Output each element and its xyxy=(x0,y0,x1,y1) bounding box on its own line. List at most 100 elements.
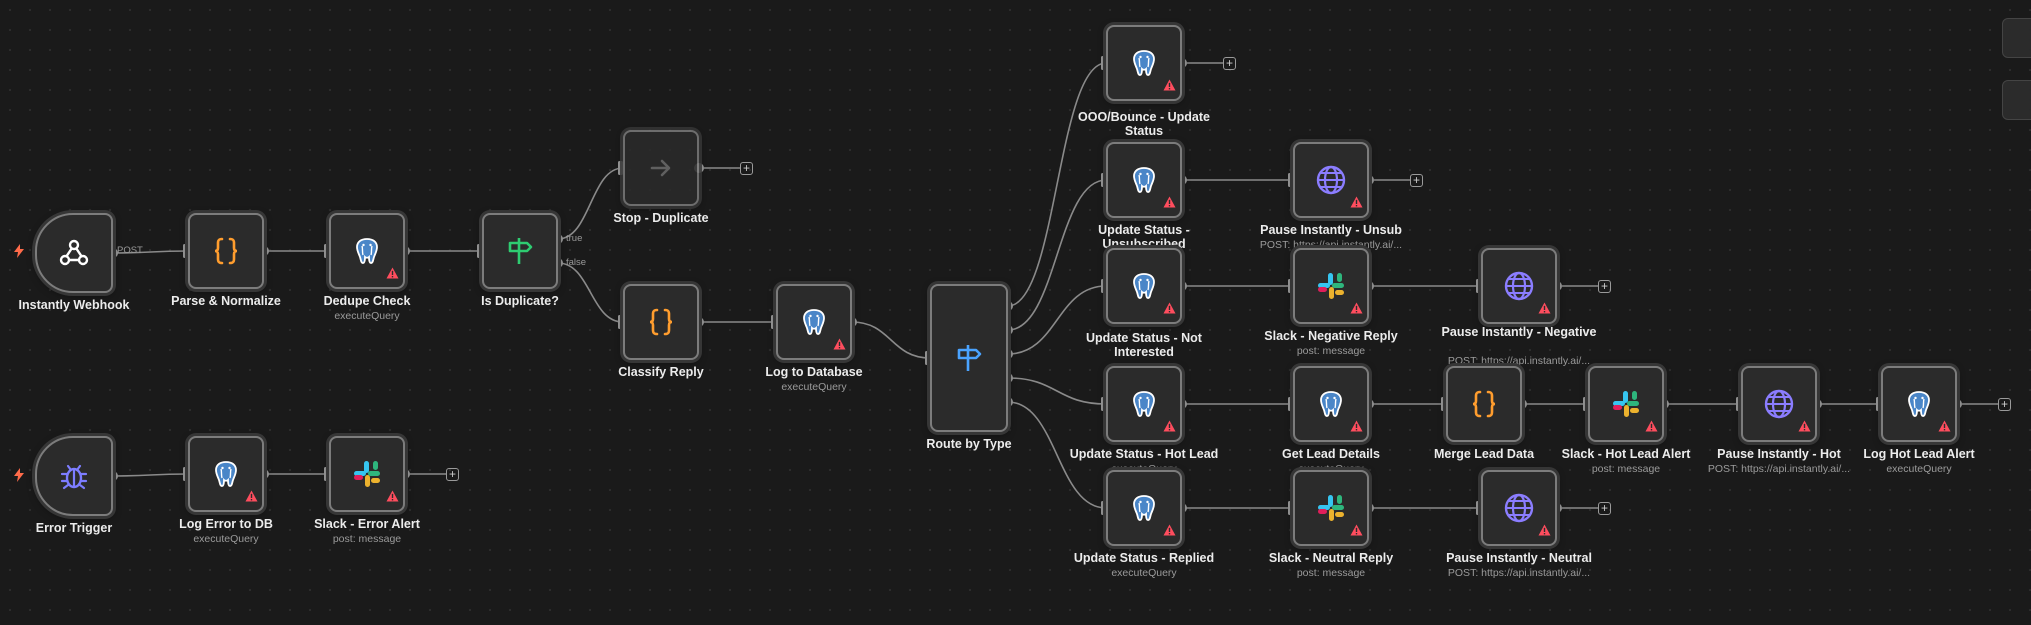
input-handle xyxy=(1583,397,1588,411)
input-handle xyxy=(925,351,930,365)
globe-icon xyxy=(1762,387,1796,421)
connection-route-unsub xyxy=(1007,179,1107,331)
postgres-icon xyxy=(1127,387,1161,421)
node-subtitle: executeQuery xyxy=(334,310,400,322)
node-pauseneg[interactable] xyxy=(1481,248,1557,324)
node-label: OOO/Bounce - Update Status xyxy=(1078,110,1210,138)
node-label: Stop - Duplicate xyxy=(613,211,709,225)
add-node-button[interactable]: + xyxy=(740,161,753,175)
node-label: Slack - Negative Reply xyxy=(1264,329,1398,343)
warning-icon xyxy=(1163,301,1176,319)
connection-isdup-classify xyxy=(557,262,624,323)
input-handle xyxy=(1736,397,1741,411)
switch-signpost-icon xyxy=(952,341,986,375)
warning-icon xyxy=(1350,301,1363,319)
postgres-icon xyxy=(1127,46,1161,80)
node-parse[interactable] xyxy=(188,213,264,289)
node-slackerr[interactable] xyxy=(329,436,405,512)
add-node-button[interactable]: + xyxy=(1410,173,1423,187)
node-classify[interactable] xyxy=(623,284,699,360)
code-braces-icon xyxy=(644,305,678,339)
input-handle xyxy=(771,315,776,329)
postgres-icon xyxy=(1902,387,1936,421)
node-subtitle: executeQuery xyxy=(781,381,847,393)
node-webhook[interactable] xyxy=(35,213,113,293)
node-label: Slack - Hot Lead Alert xyxy=(1561,447,1691,461)
node-pauseneu[interactable] xyxy=(1481,470,1557,546)
warning-icon xyxy=(386,489,399,507)
warning-icon xyxy=(833,337,846,355)
node-logerr[interactable] xyxy=(188,436,264,512)
add-node-button[interactable]: + xyxy=(1998,397,2011,411)
node-logdb[interactable] xyxy=(776,284,852,360)
add-node-button[interactable]: + xyxy=(1598,501,1611,515)
input-handle xyxy=(324,467,329,481)
node-label: Slack - Error Alert xyxy=(314,517,420,531)
connection-route-replied xyxy=(1007,401,1107,509)
slack-icon xyxy=(351,458,383,490)
globe-icon xyxy=(1502,269,1536,303)
input-handle xyxy=(1101,173,1106,187)
input-handle xyxy=(1288,397,1293,411)
connection-errtrig-logerr xyxy=(112,473,189,477)
add-node-button[interactable]: + xyxy=(1598,279,1611,293)
node-label: Log to Database xyxy=(765,365,863,379)
no-op-arrow-icon xyxy=(646,153,676,183)
node-subtitle: post: message xyxy=(1591,463,1661,475)
warning-icon xyxy=(1163,523,1176,541)
input-handle xyxy=(1476,279,1481,293)
node-subtitle: POST: https://api.instantly.ai/... xyxy=(1447,567,1591,579)
input-handle xyxy=(1101,279,1106,293)
warning-icon xyxy=(1538,301,1551,319)
warning-icon xyxy=(245,489,258,507)
node-subtitle: executeQuery xyxy=(1886,463,1952,475)
connection-route-ooo xyxy=(1007,62,1107,307)
add-node-button[interactable]: + xyxy=(1223,56,1236,70)
node-unsub[interactable] xyxy=(1106,142,1182,218)
node-notint[interactable] xyxy=(1106,248,1182,324)
node-slackhot[interactable] xyxy=(1588,366,1664,442)
node-loghot[interactable] xyxy=(1881,366,1957,442)
warning-icon xyxy=(1538,523,1551,541)
node-isdup[interactable] xyxy=(482,213,558,289)
node-label: Pause Instantly - Neutral xyxy=(1446,551,1592,565)
warning-icon xyxy=(1798,419,1811,437)
node-label: Log Hot Lead Alert xyxy=(1863,447,1975,461)
warning-icon xyxy=(1350,523,1363,541)
input-handle xyxy=(1288,173,1293,187)
node-label: Classify Reply xyxy=(618,365,704,379)
node-hotlead[interactable] xyxy=(1106,366,1182,442)
node-label: Update Status - Replied xyxy=(1073,551,1215,565)
code-braces-icon xyxy=(1467,387,1501,421)
input-handle xyxy=(618,161,623,175)
trigger-bolt-icon xyxy=(14,244,24,258)
node-label: Update Status - Unsubscribed xyxy=(1098,223,1190,251)
node-slackneg[interactable] xyxy=(1293,248,1369,324)
slack-icon xyxy=(1315,270,1347,302)
input-handle xyxy=(1288,279,1293,293)
canvas-control-button[interactable] xyxy=(2002,80,2031,120)
input-handle xyxy=(477,244,482,258)
input-handle xyxy=(1101,397,1106,411)
node-pauseunsub[interactable] xyxy=(1293,142,1369,218)
node-label: Slack - Neutral Reply xyxy=(1268,551,1394,565)
node-subtitle: executeQuery xyxy=(193,533,259,545)
node-route[interactable] xyxy=(930,284,1008,432)
postgres-icon xyxy=(797,305,831,339)
node-dedupe[interactable] xyxy=(329,213,405,289)
node-getlead[interactable] xyxy=(1293,366,1369,442)
input-handle xyxy=(1101,56,1106,70)
node-stopdup[interactable] xyxy=(623,130,699,206)
node-pausehot[interactable] xyxy=(1741,366,1817,442)
node-replied[interactable] xyxy=(1106,470,1182,546)
node-merge[interactable] xyxy=(1446,366,1522,442)
input-handle xyxy=(1476,501,1481,515)
node-label: Update Status - Hot Lead xyxy=(1069,447,1219,461)
add-node-button[interactable]: + xyxy=(446,467,459,481)
canvas-control-button[interactable] xyxy=(2002,18,2031,58)
if-signpost-icon xyxy=(503,234,537,268)
node-slackneu[interactable] xyxy=(1293,470,1369,546)
node-errtrig[interactable] xyxy=(35,436,113,516)
node-label: Get Lead Details xyxy=(1282,447,1380,461)
node-ooo[interactable] xyxy=(1106,25,1182,101)
